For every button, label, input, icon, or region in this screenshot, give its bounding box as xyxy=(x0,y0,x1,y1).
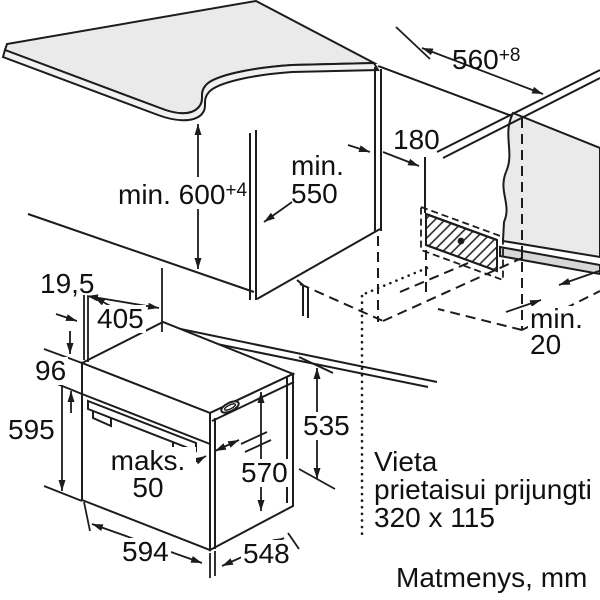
connection-area xyxy=(420,205,504,282)
dim-oven-height: 595 xyxy=(6,414,57,445)
dim-body-height: 570 xyxy=(239,457,290,488)
dim-door-thickness: 19,5 xyxy=(40,268,95,299)
dim-oven-width: 594 xyxy=(120,536,171,567)
rear-wall xyxy=(501,111,600,259)
rear-wall-panel xyxy=(499,111,600,276)
dim-front-height: 535 xyxy=(301,410,352,441)
worktop-edge-band xyxy=(1,48,380,122)
cabinet-lines xyxy=(27,65,600,388)
dim-body-depth: 548 xyxy=(241,538,292,569)
rear-wall-bottom-rail xyxy=(499,245,600,276)
connection-point-dot xyxy=(457,237,465,245)
phantom-outline xyxy=(299,118,600,331)
dim-niche-width: 560+8 xyxy=(452,44,521,75)
units-note: Matmenys, mm xyxy=(396,562,588,593)
dim-panel-height: 96 xyxy=(33,355,69,386)
dim-handle-max: maks. 50 xyxy=(100,447,196,502)
dim-depth-405: 405 xyxy=(95,303,146,334)
dim-niche-depth: min. 550 xyxy=(291,150,344,209)
oven xyxy=(79,320,296,552)
dim-connection-offset: 180 xyxy=(393,124,440,155)
dim-rear-gap: min. 20 xyxy=(528,303,585,360)
connection-leader-dotted xyxy=(360,266,429,542)
dim-niche-height: min. 600+4 xyxy=(116,177,250,210)
worktop xyxy=(1,0,380,122)
side-grip-cutout xyxy=(220,400,240,414)
connection-note: Vieta prietaisui prijungti 320 x 115 xyxy=(374,446,592,533)
worktop-surface xyxy=(3,0,378,115)
control-panel-line xyxy=(81,393,211,445)
